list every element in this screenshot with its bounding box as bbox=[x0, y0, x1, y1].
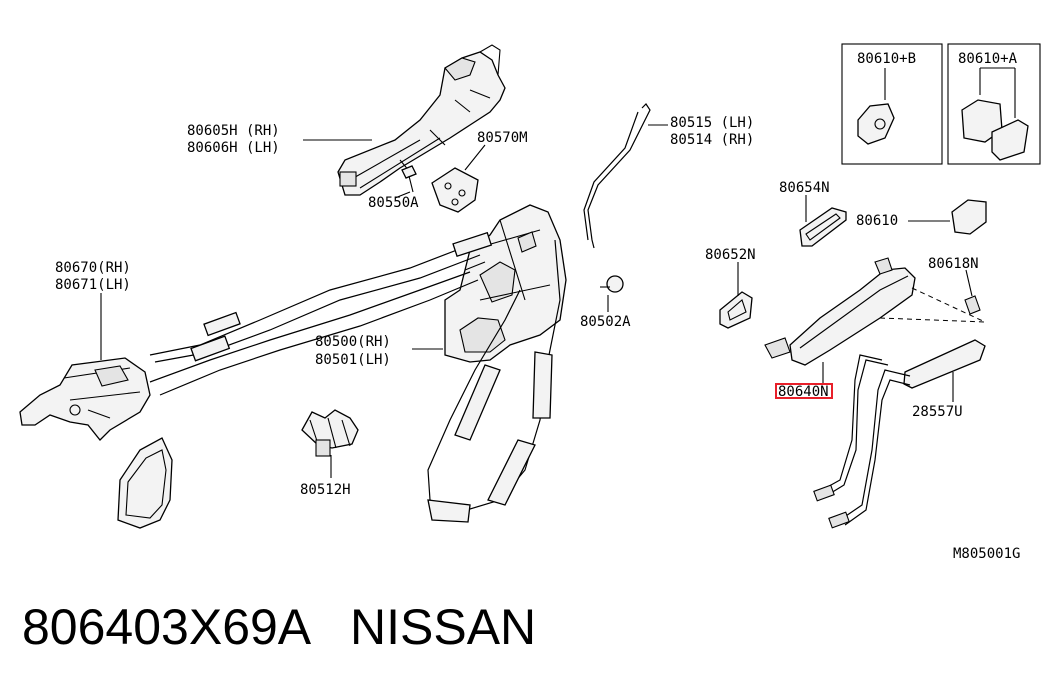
label-80654n: 80654N bbox=[779, 180, 830, 196]
outside-handle-bracket bbox=[337, 44, 506, 196]
label-80671: 80671(LH) bbox=[55, 277, 131, 293]
inside-door-handle bbox=[19, 357, 151, 441]
screw-80550a bbox=[401, 165, 417, 193]
label-80652n: 80652N bbox=[705, 247, 756, 263]
highlight-box bbox=[775, 383, 833, 399]
sensor-harness-28557u bbox=[813, 339, 986, 529]
label-80514: 80514 (RH) bbox=[670, 132, 754, 148]
exploded-parts-diagram: 80605H (RH) 80606H (LH) 80570M 80550A 80… bbox=[19, 43, 1041, 562]
part-number-title: 806403X69A bbox=[22, 599, 312, 655]
control-cable bbox=[149, 244, 471, 356]
label-80640n: 80640N bbox=[778, 384, 829, 400]
label-80570m: 80570M bbox=[477, 130, 528, 146]
label-80500: 80500(RH) bbox=[315, 334, 391, 350]
bracket-plate-80570m bbox=[431, 167, 479, 213]
lock-rod bbox=[587, 103, 651, 249]
gasket-80654n bbox=[799, 207, 847, 247]
brand-name: NISSAN bbox=[350, 599, 537, 655]
label-80502a: 80502A bbox=[580, 314, 631, 330]
gasket-80652n bbox=[719, 291, 753, 329]
door-lock-actuator bbox=[444, 204, 567, 363]
label-80605h: 80605H (RH) bbox=[187, 123, 280, 139]
inset-box-80610b bbox=[841, 43, 943, 165]
label-80606h: 80606H (LH) bbox=[187, 140, 280, 156]
inset-box-80610a bbox=[947, 43, 1041, 165]
reference-code: M805001G bbox=[953, 546, 1020, 562]
inside-handle-escutcheon bbox=[117, 437, 173, 529]
label-80618n: 80618N bbox=[928, 256, 979, 272]
label-80512h: 80512H bbox=[300, 482, 351, 498]
label-80610b: 80610+B bbox=[857, 51, 916, 67]
screw-80502a bbox=[600, 275, 624, 293]
key-cylinder-cap-a bbox=[961, 99, 1029, 161]
clip-80618n bbox=[964, 295, 981, 315]
label-80515: 80515 (LH) bbox=[670, 115, 754, 131]
key-cylinder-cap-b bbox=[857, 103, 895, 145]
actuator-cable-loop bbox=[427, 239, 561, 523]
handle-cap-80610 bbox=[951, 199, 987, 235]
label-80610: 80610 bbox=[856, 213, 898, 229]
cable-clip-80512h bbox=[301, 409, 359, 457]
label-80670: 80670(RH) bbox=[55, 260, 131, 276]
outside-door-handle-80640n bbox=[764, 257, 916, 366]
label-80550a: 80550A bbox=[368, 195, 419, 211]
label-80610a: 80610+A bbox=[958, 51, 1018, 67]
label-28557u: 28557U bbox=[912, 404, 963, 420]
label-80501: 80501(LH) bbox=[315, 352, 391, 368]
